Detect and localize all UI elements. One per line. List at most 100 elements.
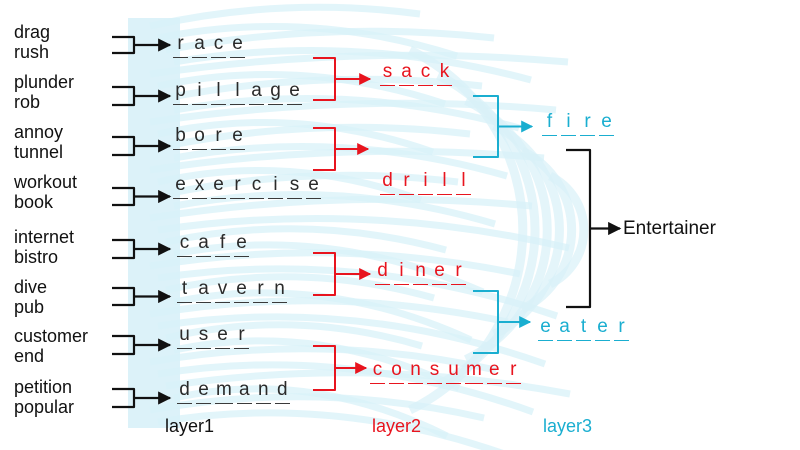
background-stroke — [165, 75, 483, 102]
letter-blank: e — [486, 359, 502, 384]
background-stroke — [165, 273, 435, 302]
letter-blank: v — [215, 278, 230, 303]
letter-blank: a — [192, 33, 207, 58]
background-stroke — [173, 385, 449, 440]
letter-blank: k — [437, 61, 452, 86]
clue-word: tunnel — [14, 142, 64, 162]
letter-blank: r — [580, 111, 595, 136]
background-stroke — [173, 142, 508, 180]
clue-word: pub — [14, 297, 45, 317]
letter-blank: b — [173, 125, 188, 150]
letter-blank: e — [432, 260, 447, 285]
letter-blank: d — [380, 170, 395, 195]
letter-blank: x — [192, 174, 207, 199]
clue-pair-4: workout book — [14, 172, 77, 212]
clue-to-layer1-7-bracket — [112, 334, 136, 356]
background-stroke — [173, 289, 473, 344]
letter-blank: l — [456, 170, 471, 195]
background-stroke — [165, 27, 495, 54]
background-stroke — [173, 46, 532, 84]
clue-pair-8: petition popular — [14, 377, 74, 417]
background-stroke — [173, 94, 520, 132]
letter-blank: f — [542, 111, 557, 136]
letter-blank: c — [177, 232, 192, 257]
clue-word: dive — [14, 277, 48, 297]
clue-word: book — [14, 192, 54, 212]
letter-blank: e — [230, 125, 245, 150]
letter-blank: r — [230, 174, 245, 199]
background-stroke — [173, 241, 485, 296]
clue-word: drag — [14, 22, 51, 42]
background-stroke — [157, 214, 570, 252]
letter-blank: c — [370, 359, 385, 384]
letter-blank: r — [451, 260, 466, 285]
letter-blank: a — [196, 278, 211, 303]
layer3-to-final-bracket — [566, 148, 592, 309]
letter-blank: r — [399, 170, 414, 195]
clue-pair-7: customer end — [14, 326, 88, 366]
layer2-to-fire-bracket — [473, 95, 499, 158]
clue-word: rush — [14, 42, 50, 62]
letter-blank: m — [465, 359, 483, 384]
letter-blank: e — [595, 316, 610, 341]
letter-blank: m — [215, 379, 233, 404]
clue-word: plunder — [14, 72, 75, 92]
background-stroke — [149, 99, 557, 126]
letter-blank: a — [196, 232, 211, 257]
clue-to-layer1-8-bracket — [112, 387, 136, 409]
letter-blank: u — [177, 324, 192, 349]
clue-pair-5: internet bistro — [14, 227, 74, 267]
letter-blank: o — [389, 359, 404, 384]
letter-blank: s — [196, 324, 211, 349]
final-answer: Entertainer — [623, 218, 716, 239]
layer2-to-eater-bracket — [473, 290, 499, 354]
background-stroke — [149, 345, 497, 374]
letter-blank: l — [437, 170, 452, 195]
background-stroke — [165, 225, 447, 254]
letter-blank: e — [211, 174, 226, 199]
letter-blank: n — [255, 379, 271, 404]
letter-blank: i — [418, 170, 433, 195]
letter-blank: l — [211, 80, 226, 105]
clue-pair-3: annoy tunnel — [14, 122, 63, 162]
letter-blank: c — [418, 61, 433, 86]
letter-blank: c — [249, 174, 264, 199]
clue-to-layer1-2-bracket — [112, 85, 136, 107]
clue-word: end — [14, 346, 45, 366]
background-stroke — [157, 119, 435, 156]
clue-pair-2: plunder rob — [14, 72, 74, 112]
clue-to-layer1-4-bracket — [112, 186, 136, 207]
letter-blank: e — [538, 316, 553, 341]
letter-blank: e — [306, 174, 321, 199]
background-stroke — [157, 70, 447, 108]
letter-blank: e — [234, 232, 249, 257]
clue-word: annoy — [14, 122, 64, 142]
background-stroke — [173, 190, 497, 228]
letter-blank: n — [272, 278, 287, 303]
background-arc — [408, 45, 528, 415]
layer1-to-consumer-bracket — [313, 345, 336, 391]
letter-blank: i — [561, 111, 576, 136]
letter-blank: n — [408, 359, 423, 384]
clue-word: workout — [14, 172, 78, 192]
letter-blank: r — [505, 359, 521, 384]
letter-blank: e — [173, 174, 188, 199]
layer1-to-drill-bracket — [313, 127, 336, 171]
letter-blank: r — [614, 316, 629, 341]
clue-to-layer1-5-bracket — [112, 238, 136, 260]
letter-blank: a — [557, 316, 572, 341]
letter-blank: r — [173, 33, 188, 58]
letter-blank: p — [173, 80, 188, 105]
